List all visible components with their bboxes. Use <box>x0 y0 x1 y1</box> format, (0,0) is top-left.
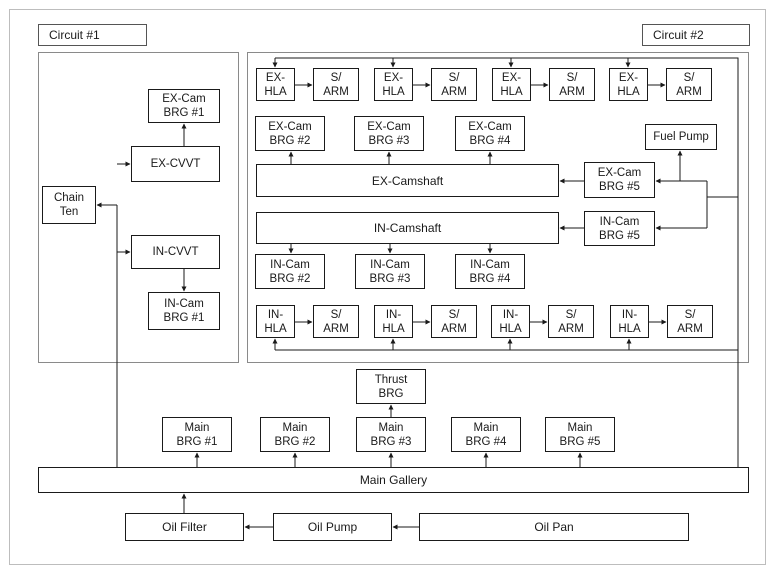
in-cam-brg-1: IN-Cam BRG #1 <box>148 292 220 330</box>
ex-cvvt: EX-CVVT <box>131 146 220 182</box>
circuit-2-panel <box>247 52 749 363</box>
ex-cam-brg-2: EX-Cam BRG #2 <box>255 116 325 151</box>
main-gallery: Main Gallery <box>38 467 749 493</box>
circuit-1-label: Circuit #1 <box>38 24 147 46</box>
thrust-brg: Thrust BRG <box>356 369 426 404</box>
main-brg-1: Main BRG #1 <box>162 417 232 452</box>
ex-camshaft: EX-Camshaft <box>256 164 559 197</box>
chain-ten: Chain Ten <box>42 186 96 224</box>
in-hla-box: IN- HLA <box>491 305 530 338</box>
ex-sarm-box: S/ ARM <box>549 68 595 101</box>
in-hla-box: IN- HLA <box>256 305 295 338</box>
circuit-1-panel <box>38 52 239 363</box>
in-hla-box: IN- HLA <box>374 305 413 338</box>
main-brg-5: Main BRG #5 <box>545 417 615 452</box>
main-brg-3: Main BRG #3 <box>356 417 426 452</box>
in-cam-brg-5: IN-Cam BRG #5 <box>584 211 655 246</box>
fuel-pump: Fuel Pump <box>645 124 717 150</box>
in-sarm-box: S/ ARM <box>313 305 359 338</box>
in-sarm-box: S/ ARM <box>548 305 594 338</box>
ex-sarm-box: S/ ARM <box>666 68 712 101</box>
ex-hla-box: EX- HLA <box>256 68 295 101</box>
in-sarm-box: S/ ARM <box>667 305 713 338</box>
in-cam-brg-2: IN-Cam BRG #2 <box>255 254 325 289</box>
ex-cam-brg-4: EX-Cam BRG #4 <box>455 116 525 151</box>
ex-cam-brg-3: EX-Cam BRG #3 <box>354 116 424 151</box>
oil-pan: Oil Pan <box>419 513 689 541</box>
ex-sarm-box: S/ ARM <box>431 68 477 101</box>
ex-sarm-box: S/ ARM <box>313 68 359 101</box>
ex-cam-brg-1: EX-Cam BRG #1 <box>148 89 220 123</box>
in-camshaft: IN-Camshaft <box>256 212 559 244</box>
ex-hla-box: EX- HLA <box>492 68 531 101</box>
ex-cam-brg-5: EX-Cam BRG #5 <box>584 162 655 198</box>
main-brg-2: Main BRG #2 <box>260 417 330 452</box>
oil-filter: Oil Filter <box>125 513 244 541</box>
in-hla-box: IN- HLA <box>610 305 649 338</box>
ex-hla-box: EX- HLA <box>609 68 648 101</box>
in-cvvt: IN-CVVT <box>131 235 220 269</box>
in-sarm-box: S/ ARM <box>431 305 477 338</box>
ex-hla-box: EX- HLA <box>374 68 413 101</box>
in-cam-brg-3: IN-Cam BRG #3 <box>355 254 425 289</box>
in-cam-brg-4: IN-Cam BRG #4 <box>455 254 525 289</box>
oil-pump: Oil Pump <box>273 513 392 541</box>
diagram-frame <box>9 9 766 565</box>
main-brg-4: Main BRG #4 <box>451 417 521 452</box>
circuit-2-label: Circuit #2 <box>642 24 750 46</box>
